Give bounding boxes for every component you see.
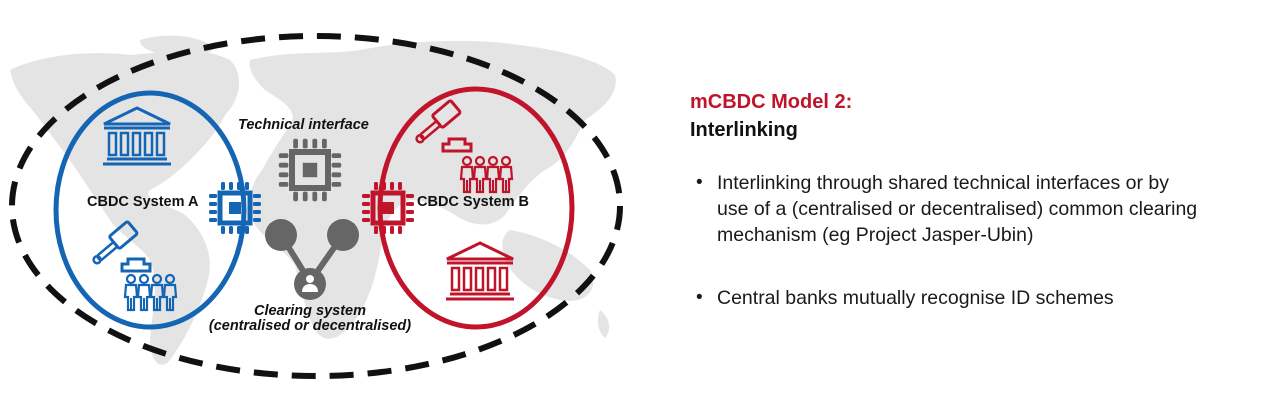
interlinking-diagram: Technical interface CBDC System A CBDC S… (9, 33, 623, 379)
world-map-background (10, 35, 616, 365)
bullet-text-line: use of a (centralised or decentralised) … (717, 198, 1198, 220)
system-b-label: CBDC System B (417, 194, 529, 210)
bullet-text-line: Interlinking through shared technical in… (717, 172, 1170, 194)
system-a-label: CBDC System A (87, 194, 199, 210)
description-panel: mCBDC Model 2: Interlinking • Interlinki… (690, 88, 1275, 309)
bullet-list: • Interlinking through shared technical … (690, 170, 1275, 248)
bullet-text-line: Central banks mutually recognise ID sche… (717, 287, 1114, 309)
system-b-boundary (377, 86, 575, 330)
bullet-item-interlinking: • Interlinking through shared technical … (690, 170, 1275, 248)
bullet-icon: • (696, 172, 703, 193)
clearing-system-label: Clearing system (253, 303, 367, 319)
person-icon-clearing (302, 275, 318, 292)
clearing-system-sublabel: (centralised or decentralised) (208, 318, 412, 334)
network-nodes-icon-clearing-system (265, 219, 359, 300)
shared-boundary-dashed (9, 33, 623, 379)
model-subtitle: Interlinking (690, 119, 798, 141)
bullet-text-line: mechanism (eg Project Jasper-Ubin) (717, 224, 1034, 246)
bullet-item-id-schemes: • Central banks mutually recognise ID sc… (690, 285, 1275, 311)
system-a-boundary (53, 90, 247, 330)
technical-interface-label: Technical interface (238, 117, 369, 133)
bullet-list: • Central banks mutually recognise ID sc… (690, 285, 1275, 311)
block-icon-system-a (120, 257, 152, 273)
model-title: mCBDC Model 2: (690, 91, 853, 113)
bullet-icon: • (696, 287, 703, 308)
chip-icon-system-a (209, 182, 261, 234)
